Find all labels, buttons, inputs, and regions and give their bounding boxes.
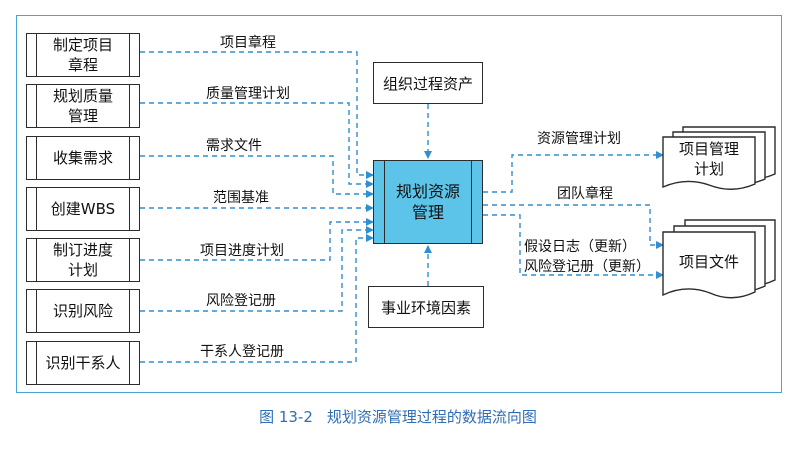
flow-label-risk-register-update: 风险登记册（更新） <box>524 259 650 275</box>
flow-arrow-plan-out <box>483 151 664 193</box>
input-process-quality-label: 规划质量 管理 <box>52 87 113 125</box>
figure-caption: 图 13-2 规划资源管理过程的数据流向图 <box>0 406 796 427</box>
output-doc-files: 项目文件 <box>663 232 755 290</box>
flow-arrow-quality <box>140 102 374 188</box>
input-process-stakeholder: 识别干系人 <box>26 341 140 385</box>
flow-arrow-docs-out-2 <box>483 214 664 279</box>
enterprise-factors-label: 事业环境因素 <box>380 298 471 317</box>
output-doc-files-label: 项目文件 <box>678 252 739 271</box>
center-process: 规划资源 管理 <box>373 160 483 244</box>
input-process-requirements-label: 收集需求 <box>52 149 113 167</box>
figure-caption-text: 规划资源管理过程的数据流向图 <box>326 408 537 426</box>
input-process-wbs: 创建WBS <box>26 187 140 231</box>
flow-label-quality: 质量管理计划 <box>206 86 290 102</box>
flow-label-assumption-log: 假设日志（更新） <box>524 239 636 255</box>
org-process-assets-label: 组织过程资产 <box>382 74 473 93</box>
flow-label-requirements: 需求文件 <box>206 138 262 154</box>
input-process-risk-label: 识别风险 <box>52 302 113 320</box>
input-process-schedule-label: 制订进度 计划 <box>52 241 113 279</box>
output-doc-plan-shape <box>662 126 776 190</box>
flow-arrow-charter <box>140 51 374 179</box>
input-process-risk: 识别风险 <box>26 289 140 333</box>
center-process-label: 规划资源 管理 <box>395 182 460 222</box>
flow-arrow-schedule <box>140 218 374 261</box>
flow-label-schedule: 项目进度计划 <box>200 243 284 259</box>
flow-label-scope: 范围基准 <box>213 190 269 206</box>
org-process-assets-box: 组织过程资产 <box>373 62 483 104</box>
figure-caption-number: 图 13-2 <box>259 408 313 426</box>
flow-label-stakeholder: 干系人登记册 <box>200 344 284 360</box>
diagram-frame <box>16 15 782 393</box>
flow-arrow-requirements <box>140 155 374 198</box>
output-doc-plan: 项目管理 计划 <box>663 137 755 181</box>
input-process-wbs-label: 创建WBS <box>50 200 116 218</box>
flow-arrow-stakeholder <box>140 234 374 363</box>
flow-arrow-docs-out-1 <box>483 204 664 249</box>
enterprise-factors-box: 事业环境因素 <box>368 286 484 328</box>
input-process-charter: 制定项目 章程 <box>26 33 140 77</box>
flow-label-team-charter: 团队章程 <box>557 186 613 202</box>
output-doc-plan-label: 项目管理 计划 <box>678 140 739 178</box>
flow-label-charter: 项目章程 <box>220 35 276 51</box>
input-process-requirements: 收集需求 <box>26 136 140 180</box>
input-process-charter-label: 制定项目 章程 <box>52 36 113 74</box>
flow-label-resource-plan: 资源管理计划 <box>537 131 621 147</box>
output-doc-files-shape <box>662 219 776 299</box>
flow-arrow-risk <box>140 226 374 312</box>
input-process-schedule: 制订进度 计划 <box>26 238 140 282</box>
flow-label-risk: 风险登记册 <box>206 293 276 309</box>
input-process-stakeholder-label: 识别干系人 <box>45 354 121 372</box>
input-process-quality: 规划质量 管理 <box>26 84 140 128</box>
